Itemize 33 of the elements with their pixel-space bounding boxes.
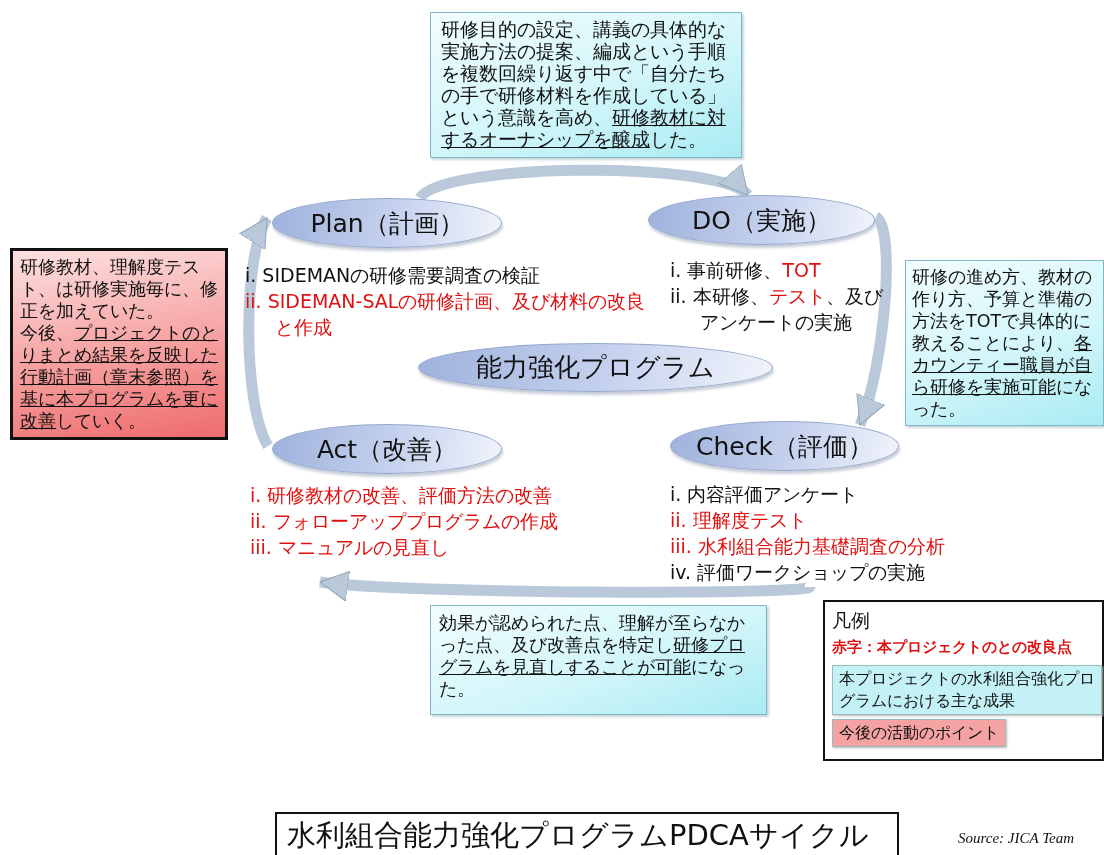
list-item: ii. 理解度テスト <box>670 508 808 533</box>
callout-text: 研修の進め方、教材の作り方、予算と準備の方法をTOTで具体的に教えることにより、各カウンティー職員が自ら研修を実施可能になった。 <box>912 266 1093 420</box>
callout-box <box>10 248 228 440</box>
legend-text: 赤字：本プロジェクトのとの改良点 <box>832 638 1073 657</box>
list-item: iii. 水利組合能力基礎調査の分析 <box>670 534 946 559</box>
callout-box <box>905 260 1104 426</box>
callout-text: 効果が認められた点、理解が至らなかった点、及び改善点を特定し研修プログラムを見直しすることが可能になった。 <box>439 612 746 700</box>
title-box: 水利組合能力強化プログラムPDCAサイクル <box>275 812 899 855</box>
phase-ellipse: DO（実施） <box>648 195 875 245</box>
list-item: i. 内容評価アンケート <box>670 482 860 507</box>
legend-title: 凡例 <box>832 608 871 632</box>
callout-box <box>430 12 742 158</box>
phase-ellipse: Check（評価） <box>670 421 899 471</box>
phase-ellipse: Act（改善） <box>272 424 502 474</box>
phase-ellipse: Plan（計画） <box>272 198 502 248</box>
list-item: i. 研修教材の改善、評価方法の改善 <box>250 483 554 508</box>
list-item: ii. SIDEMAN-SALの研修計画、及び材料の改良と作成 <box>245 289 647 340</box>
legend-swatch: 本プロジェクトの水利組合強化プログラムにおける主な成果 <box>832 665 1102 715</box>
callout-text: 研修教材、理解度テスト、は研修実施毎に、修正を加えていた。 <box>20 256 218 322</box>
list-item: iii. マニュアルの見直し <box>250 535 450 560</box>
callout-text: 研修目的の設定、講義の具体的な実施方法の提案、編成という手順を複数回繰り返す中で「自分たちの手で研修材料を作成している」という意識を高め、研修教材に対するオーナシップを醸成した。 <box>441 19 727 151</box>
list-item: iv. 評価ワークショップの実施 <box>670 560 927 585</box>
curved-arrow <box>241 215 273 449</box>
callout-text: 今後、プロジェクトのとりまとめ結果を反映した行動計画（章末参照）を基に本プログラムを更に改善していく。 <box>20 322 218 432</box>
list-item: ii. フォローアッププログラムの作成 <box>250 509 559 534</box>
list-item: i. 事前研修、TOT <box>670 258 822 283</box>
program-ellipse: 能力強化プログラム <box>418 343 773 392</box>
source-note: Source: JICA Team <box>958 830 1075 847</box>
curved-arrow <box>854 213 892 427</box>
legend-swatch: 今後の活動のポイント <box>832 719 1006 747</box>
callout-box <box>430 605 767 715</box>
list-item: ii. 本研修、テスト、及びアンケートの実施 <box>670 284 885 335</box>
list-item: i. SIDEMANの研修需要調査の検証 <box>245 263 542 288</box>
